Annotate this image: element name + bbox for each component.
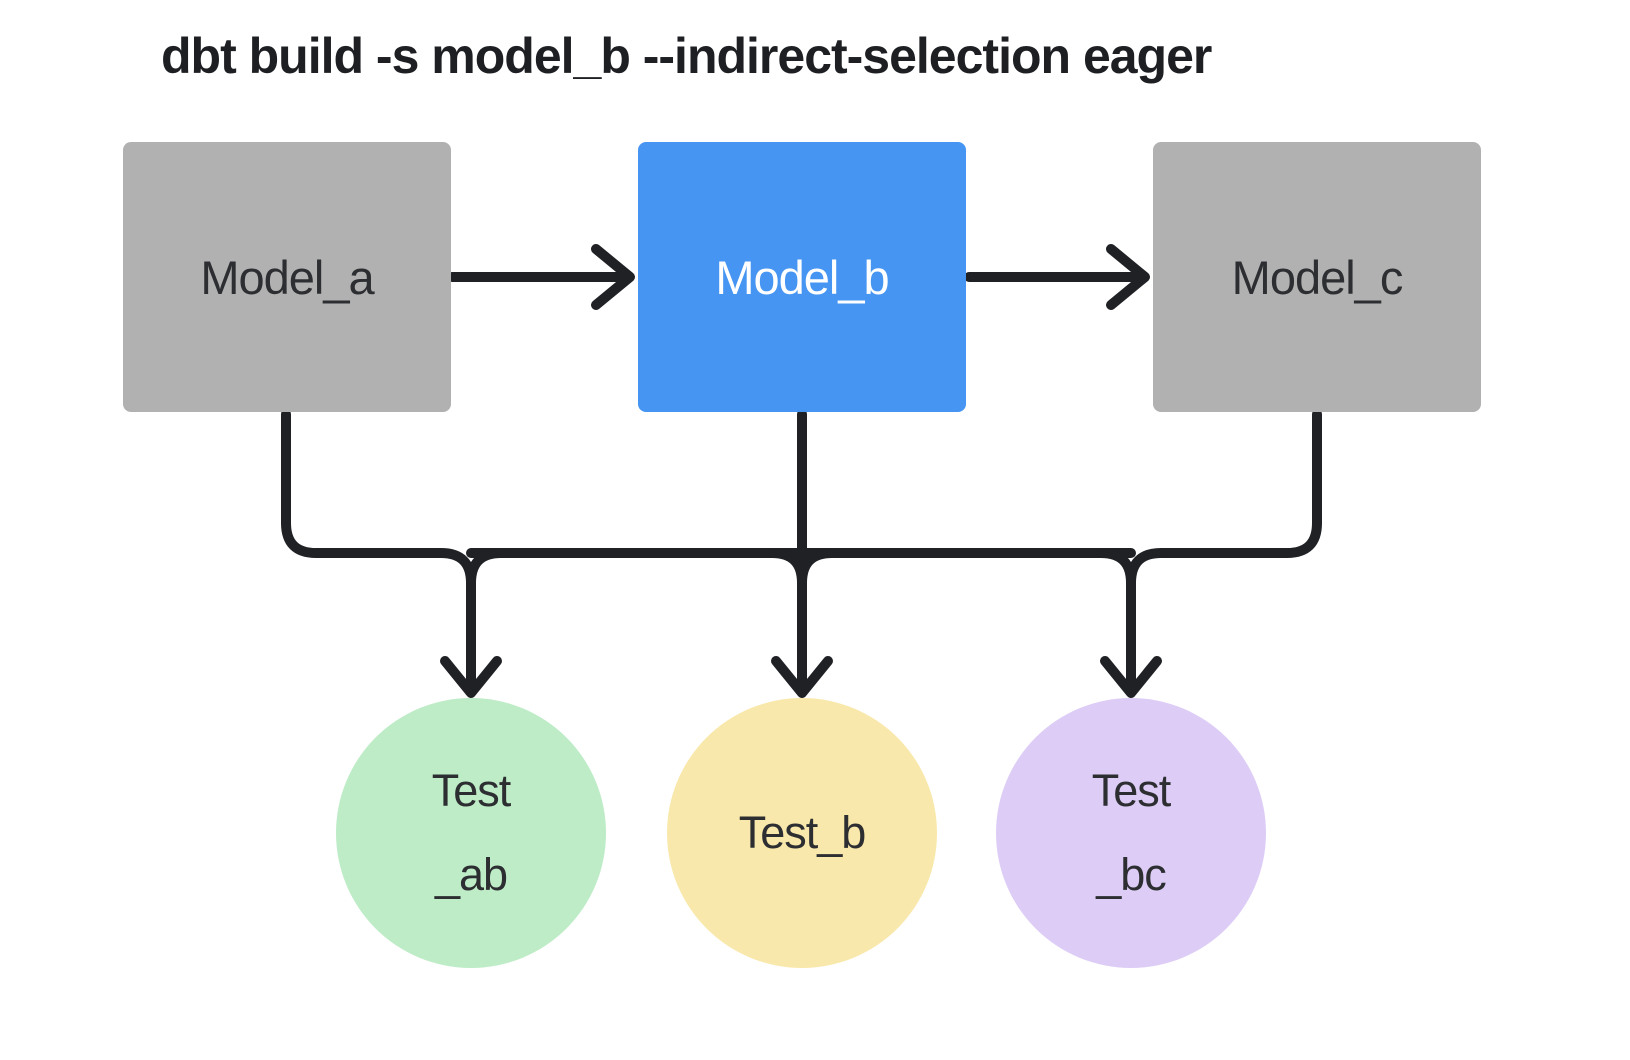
arrowhead-right-icon: [591, 244, 635, 310]
test-b-label-line1: Test_b: [738, 807, 867, 858]
junction-fillet: [797, 548, 837, 588]
model-node-b-selected: Model_b: [638, 142, 966, 412]
test-ab-label-line1: Test: [431, 765, 512, 816]
arrowhead-down-icon: [440, 656, 502, 698]
edge-model-a-to-test-ab: [281, 409, 476, 691]
junction-fillet: [767, 548, 807, 588]
test-bc-label-line2: _bc: [1096, 849, 1167, 900]
test-bc-label-line1: Test: [1091, 765, 1172, 816]
model-a-label: Model_a: [200, 250, 374, 304]
test-ab-label-line2: _ab: [434, 849, 508, 900]
test-node-bc: Test _bc: [996, 698, 1266, 968]
model-c-label: Model_c: [1231, 250, 1404, 304]
edge-model-c-to-test-bc: [1126, 409, 1322, 691]
model-b-label: Model_b: [715, 250, 889, 304]
model-node-c: Model_c: [1153, 142, 1481, 412]
junction-fillet: [1096, 548, 1136, 588]
diagram-title: dbt build -s model_b --indirect-selectio…: [161, 28, 1212, 84]
junction-fillet: [466, 548, 506, 588]
test-node-b: Test_b: [667, 698, 937, 968]
arrowhead-down-icon: [1100, 656, 1162, 698]
arrowhead-right-icon: [1106, 244, 1150, 310]
test-node-ab: Test _ab: [336, 698, 606, 968]
model-node-a: Model_a: [123, 142, 451, 412]
arrowhead-down-icon: [771, 656, 833, 698]
